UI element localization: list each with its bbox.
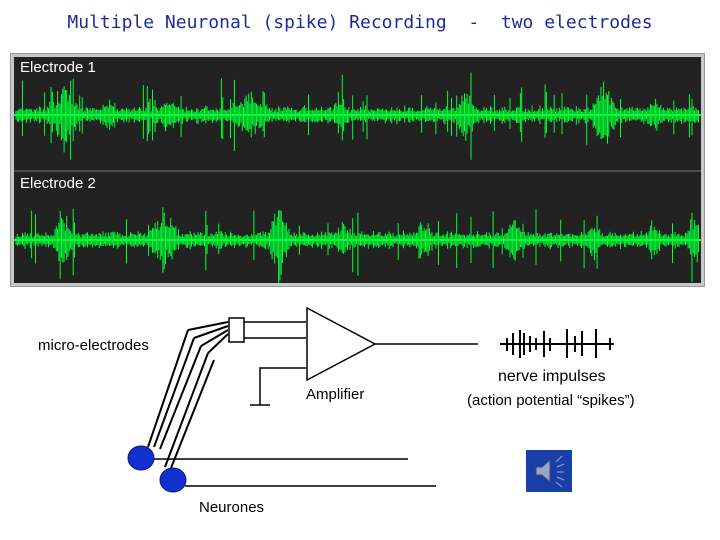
recording-panel: Electrode 1 Electrode 2 bbox=[10, 53, 705, 287]
trace-display: Electrode 1 Electrode 2 bbox=[14, 57, 701, 283]
trace-electrode-1 bbox=[14, 72, 701, 160]
neuron-1 bbox=[127, 445, 155, 471]
page-title: Multiple Neuronal (spike) Recording - tw… bbox=[67, 12, 653, 33]
neurones-label: Neurones bbox=[199, 499, 265, 516]
speaker-glyph bbox=[535, 455, 565, 488]
spike-train bbox=[500, 329, 614, 358]
channel-label-electrode-1: Electrode 1 bbox=[20, 59, 96, 76]
trace-electrode-2 bbox=[14, 207, 701, 283]
nerve-impulses-label: nerve impulses bbox=[498, 368, 606, 385]
micro-electrodes-label: micro-electrodes bbox=[38, 337, 149, 354]
trace-canvas bbox=[14, 72, 701, 283]
electrode-connector bbox=[228, 317, 245, 343]
micro-electrode-wires bbox=[147, 321, 229, 469]
amplifier-leads bbox=[244, 321, 306, 406]
neuron-2 bbox=[159, 467, 187, 493]
amplifier-icon bbox=[306, 306, 377, 382]
amplifier-label: Amplifier bbox=[306, 386, 365, 403]
speaker-icon[interactable] bbox=[526, 450, 572, 492]
channel-label-electrode-2: Electrode 2 bbox=[20, 175, 96, 192]
action-potential-label: (action potential “spikes”) bbox=[467, 392, 635, 409]
